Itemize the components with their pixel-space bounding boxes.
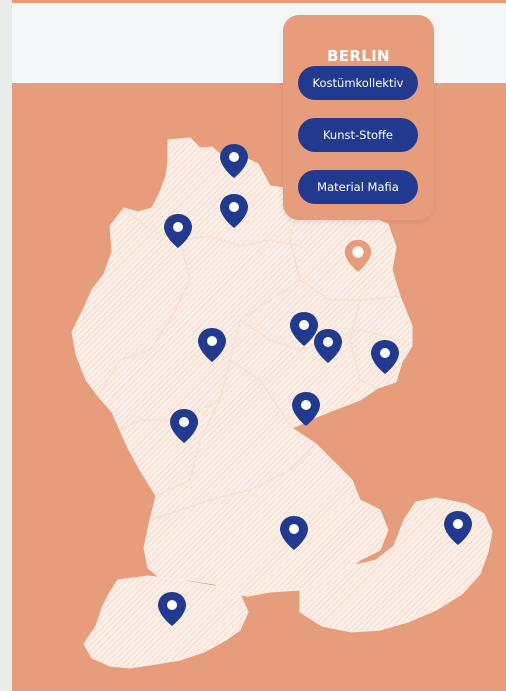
city-popup: BERLIN Kostümkollektiv Kunst-Stoffe Mate… [283,15,434,220]
popup-city-title: BERLIN [327,47,390,65]
region-switzerland [83,575,249,669]
region-austria [299,497,493,633]
popup-link-button[interactable]: Kunst-Stoffe [298,118,418,152]
popup-link-button[interactable]: Kostümkollektiv [298,66,418,100]
popup-link-button[interactable]: Material Mafia [298,170,418,204]
map-canvas [71,137,493,669]
